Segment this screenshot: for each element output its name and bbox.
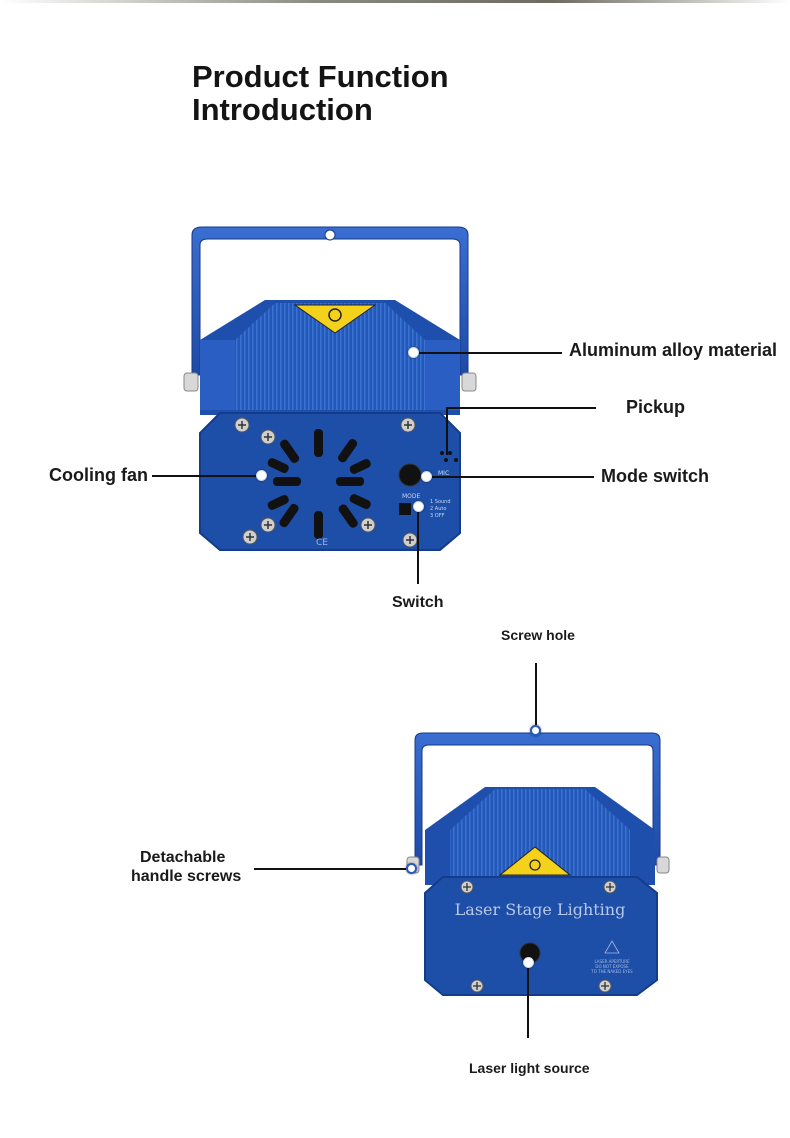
mode-switch-line: [432, 476, 594, 478]
mode-label: MODE: [402, 493, 421, 500]
aluminum-line: [419, 352, 562, 354]
pickup-label: Pickup: [626, 397, 686, 417]
pickup-line-v: [446, 407, 448, 455]
warning-line-2: DO NOT EXPOSE: [595, 964, 629, 969]
pickup-line-h: [446, 407, 596, 409]
laser-source-dot: [523, 957, 534, 968]
switch-label: Switch: [392, 594, 444, 611]
screw-hole-dot: [530, 725, 541, 736]
cooling-fan-dot: [256, 470, 267, 481]
svg-text:CE: CE: [316, 538, 328, 548]
warning-line-1: LASER APERTURE: [594, 959, 629, 964]
front-device-image: MIC MODE 1 Sound 2 Auto 3 OFF CE: [183, 226, 477, 551]
detachable-label-2: handle screws: [131, 868, 242, 885]
mic-label: MIC: [438, 470, 449, 477]
switch-line: [417, 512, 419, 584]
laser-source-line: [527, 968, 529, 1038]
title-line-2: Introduction: [192, 92, 373, 127]
aluminum-dot: [408, 347, 419, 358]
mode-option-2: 2 Auto: [430, 506, 446, 512]
mode-option-1: 1 Sound: [430, 499, 451, 505]
aluminum-label: Aluminum alloy material: [569, 340, 778, 360]
warning-line-3: TO THE NAKED EYES: [590, 969, 633, 974]
back-device-image: Laser Stage Lighting LASER APERTURE DO N…: [406, 732, 670, 996]
screw-hole-line: [535, 663, 537, 725]
top-divider: [0, 0, 790, 3]
mode-option-3: 3 OFF: [430, 513, 445, 519]
cooling-fan-label: Cooling fan: [49, 465, 148, 485]
cooling-fan-line: [152, 475, 256, 477]
switch-dot: [413, 501, 424, 512]
screw-hole-label: Screw hole: [501, 627, 575, 643]
detachable-line: [254, 868, 406, 870]
brand-text: Laser Stage Lighting: [455, 900, 626, 919]
page-title: Product Function Introduction: [192, 60, 449, 126]
mode-switch-dot: [421, 471, 432, 482]
laser-source-label: Laser light source: [469, 1060, 590, 1076]
detachable-label-1: Detachable: [140, 849, 226, 866]
mode-switch-label: Mode switch: [601, 466, 710, 486]
title-line-1: Product Function: [192, 59, 449, 94]
detachable-dot: [406, 863, 417, 874]
